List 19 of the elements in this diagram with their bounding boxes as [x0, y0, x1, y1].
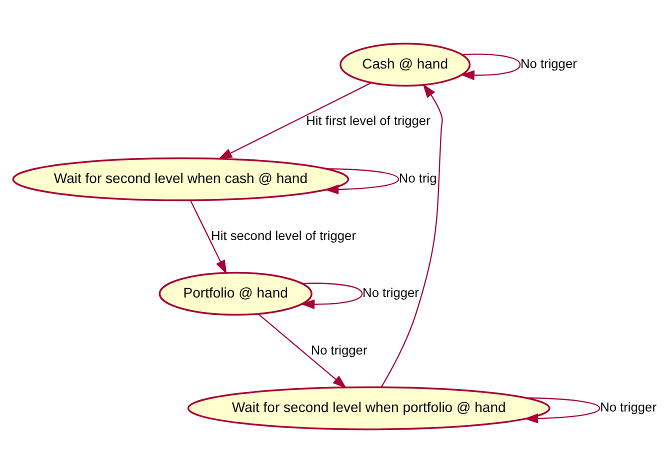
arrow	[218, 82, 372, 159]
node-ellipse: Wait for second level when portfolio @ hand	[187, 386, 550, 430]
arrow	[460, 53, 521, 80]
node-ellipse: Cash @ hand	[340, 42, 471, 86]
edge-label: No trigger	[310, 342, 368, 357]
edge-label: No trig	[398, 170, 437, 186]
edge-label: Hit first level of trigger	[306, 112, 430, 128]
arrow	[300, 282, 363, 309]
arrow	[524, 396, 600, 423]
edge-label: No trigger	[362, 284, 419, 300]
arrow	[190, 200, 227, 274]
arrow	[380, 83, 443, 387]
arrow	[324, 168, 400, 194]
edge-label: Hit second level of trigger	[211, 227, 356, 242]
arrow	[258, 313, 347, 388]
node-ellipse: Wait for second level when cash @ hand	[12, 156, 350, 201]
edge-label: No trigger	[520, 55, 577, 70]
edge-label: No trigger	[600, 399, 656, 414]
node-ellipse: Portfolio @ hand	[158, 271, 312, 316]
